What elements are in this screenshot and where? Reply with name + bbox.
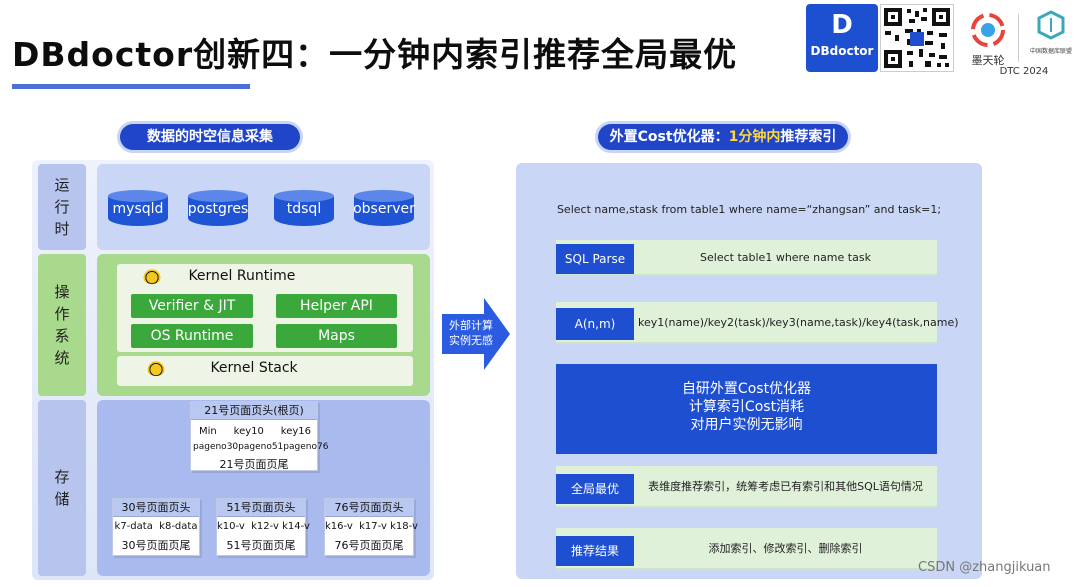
- alliance-text: 中国数据库联盟: [1029, 48, 1072, 55]
- leaf-page-30: 30号页面页头 k7-data k8-data 30号页面页尾: [112, 498, 200, 556]
- helper-api: Helper API: [276, 294, 397, 318]
- leaf-page-head: 51号页面页头: [217, 499, 305, 517]
- kernel-stack-header: Kernel Stack: [146, 360, 298, 376]
- leaf-page-keys: k7-data k8-data: [114, 521, 198, 532]
- row-text: 添加索引、修改索引、删除索引: [708, 542, 863, 555]
- root-page: 21号页面页头(根页) Min key10 key16 pageno30 pag…: [190, 401, 328, 471]
- maps: Maps: [276, 324, 397, 348]
- pill-highlight: 1分钟内: [728, 129, 781, 145]
- alliance-logo: 中国数据库联盟: [1024, 10, 1078, 66]
- row-text: key1(name)/key2(task)/key3(name,task)/ke…: [638, 316, 959, 329]
- key-10: key10: [233, 426, 264, 437]
- bee-icon: [142, 268, 162, 284]
- motianlun-logo: 墨天轮: [966, 12, 1010, 72]
- optimizer-line-2: 计算索引Cost消耗: [688, 399, 805, 415]
- bee-icon: [146, 360, 166, 376]
- divider: [1018, 14, 1019, 62]
- row-anm: A(n,m) key1(name)/key2(task)/key3(name,t…: [556, 302, 959, 344]
- pageno-51: pageno51: [238, 442, 284, 452]
- side-label-os: 操 作 系 统: [38, 254, 86, 396]
- dbdoctor-logo: D DBdoctor: [806, 4, 878, 72]
- arrow-text: 外部计算 实例无感: [449, 319, 493, 347]
- sql-statement: Select name,stask from table1 where name…: [556, 203, 942, 216]
- pageno-76: pageno76: [283, 442, 329, 452]
- kernel-runtime-header: Kernel Runtime: [142, 268, 295, 284]
- page-title: DBdoctor创新四：一分钟内索引推荐全局最优: [12, 35, 738, 74]
- kernel-runtime-label: Kernel Runtime: [188, 268, 296, 284]
- tag-recommend-result: 推荐结果: [556, 536, 634, 566]
- title-underline: [12, 84, 250, 89]
- qr-code-icon: [880, 4, 954, 72]
- arrow-right-icon: [442, 298, 510, 370]
- collect-pill: 数据的时空信息采集: [120, 124, 300, 150]
- key-16: key16: [280, 426, 311, 437]
- tag-anm: A(n,m): [556, 308, 634, 340]
- db-mysqld: mysqld: [108, 190, 168, 228]
- root-page-keys: Min key10 key16: [199, 426, 311, 437]
- optimizer-line-1: 自研外置Cost优化器: [681, 381, 812, 397]
- cube-icon: [1037, 10, 1065, 40]
- kernel-stack-box: [117, 356, 413, 386]
- leaf-page-keys: k10-v k12-v k14-v: [217, 521, 310, 532]
- db-observer: observer: [353, 190, 415, 228]
- leaf-page-tail: 76号页面页尾: [334, 539, 404, 552]
- leaf-page-tail: 30号页面页尾: [121, 539, 191, 552]
- root-page-tail: 21号页面页尾: [219, 458, 289, 471]
- row-sql-parse: SQL Parse Select table1 where name task: [556, 240, 937, 276]
- dbdoctor-logo-text: DBdoctor: [810, 44, 874, 58]
- leaf-page-keys: k16-v k17-v k18-v: [325, 521, 418, 532]
- side-label-runtime: 运 行 时: [38, 164, 86, 250]
- leaf-page-tail: 51号页面页尾: [226, 539, 296, 552]
- row-global-optimum: 全局最优 表维度推荐索引，统筹考虑已有索引和其他SQL语句情况: [556, 466, 937, 508]
- dbdoctor-mark: D: [831, 10, 853, 40]
- motianlun-text: 墨天轮: [971, 54, 1005, 67]
- key-min: Min: [199, 426, 217, 437]
- pageno-30: pageno30: [193, 442, 239, 452]
- leaf-page-76: 76号页面页头 k16-v k17-v k18-v 76号页面页尾: [324, 498, 418, 556]
- root-page-pagenos: pageno30 pageno51 pageno76: [193, 442, 328, 452]
- optimizer-line-3: 对用户实例无影响: [690, 417, 803, 433]
- leaf-page-head: 76号页面页头: [325, 499, 413, 517]
- root-page-head: 21号页面页头(根页): [191, 402, 317, 420]
- side-label-storage: 存 储: [38, 400, 86, 576]
- db-postgres: postgres: [188, 190, 248, 228]
- pill-prefix: 外置Cost优化器：: [609, 129, 729, 145]
- db-tdsql: tdsql: [274, 190, 334, 228]
- pill-suffix: 推荐索引: [780, 129, 837, 145]
- leaf-page-head: 30号页面页头: [113, 499, 199, 517]
- row-text: 表维度推荐索引，统筹考虑已有索引和其他SQL语句情况: [648, 480, 923, 493]
- verifier-jit: Verifier & JIT: [131, 294, 253, 318]
- os-runtime: OS Runtime: [131, 324, 253, 348]
- optimizer-box: 自研外置Cost优化器 计算索引Cost消耗 对用户实例无影响: [556, 364, 937, 454]
- tag-sql-parse: SQL Parse: [556, 244, 634, 274]
- watermark: CSDN @zhangjikuan: [918, 560, 1051, 575]
- row-recommend-result: 推荐结果 添加索引、修改索引、删除索引: [556, 528, 937, 570]
- optimizer-pill: 外置Cost优化器：1分钟内推荐索引: [598, 124, 848, 150]
- row-text: Select table1 where name task: [700, 251, 871, 264]
- tag-global-optimum: 全局最优: [556, 474, 634, 504]
- event-label: DTC 2024: [999, 66, 1049, 77]
- kernel-stack-label: Kernel Stack: [210, 360, 298, 376]
- motianlun-icon: [971, 13, 1005, 47]
- leaf-page-51: 51号页面页头 k10-v k12-v k14-v 51号页面页尾: [216, 498, 310, 556]
